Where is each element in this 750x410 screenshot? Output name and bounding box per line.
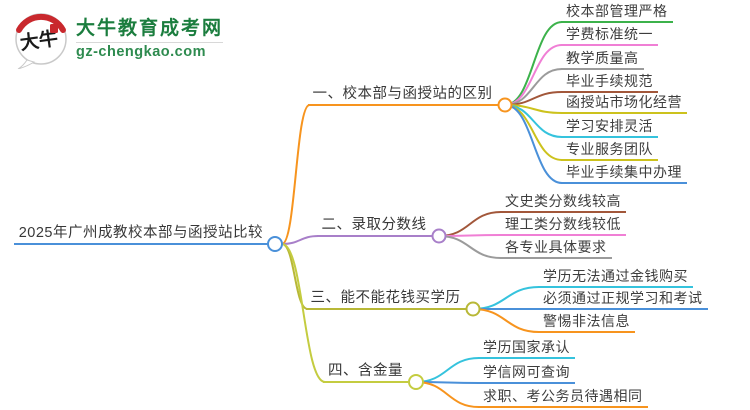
leaf-topic-2-2[interactable]: 理工类分数线较低 — [500, 215, 626, 236]
leaf-connector — [438, 211, 502, 237]
logo-title: 大牛教育成考网 — [76, 18, 224, 39]
leaf-topic-1-6[interactable]: 学习安排灵活 — [561, 117, 658, 138]
branch-connector — [281, 235, 320, 245]
leaf-topic-1-3[interactable]: 教学质量高 — [561, 49, 644, 70]
leaf-topic-1-1[interactable]: 校本部管理严格 — [561, 2, 673, 23]
leaf-connector — [504, 104, 563, 184]
daniu-bull-icon: 大牛 — [15, 13, 67, 69]
central-node-handle[interactable] — [267, 236, 283, 252]
leaf-topic-1-5[interactable]: 函授站市场化经营 — [561, 93, 687, 114]
leaf-connector — [415, 381, 480, 408]
branch-node-handle-4[interactable] — [408, 374, 424, 390]
branch-topic-1[interactable]: 一、校本部与函授站的区别 — [307, 85, 498, 106]
branch-connector — [281, 104, 311, 245]
leaf-topic-4-2[interactable]: 学信网可查询 — [478, 363, 575, 384]
leaf-topic-3-2[interactable]: 必须通过正规学习和考试 — [538, 289, 708, 310]
branch-connector — [281, 243, 326, 383]
leaf-topic-1-4[interactable]: 毕业手续规范 — [561, 72, 658, 93]
branch-node-handle-3[interactable] — [465, 301, 481, 317]
central-topic[interactable]: 2025年广州成教校本部与函授站比较 — [13, 224, 268, 245]
branch-connector — [281, 243, 309, 310]
leaf-connector — [472, 286, 540, 310]
leaf-topic-4-1[interactable]: 学历国家承认 — [478, 338, 575, 359]
leaf-connector — [415, 357, 480, 383]
branch-node-handle-1[interactable] — [497, 97, 513, 113]
branch-topic-3[interactable]: 三、能不能花钱买学历 — [305, 289, 466, 310]
leaf-connector — [504, 44, 563, 106]
branch-topic-4[interactable]: 四、含金量 — [323, 362, 408, 383]
leaf-topic-4-3[interactable]: 求职、考公务员待遇相同 — [478, 387, 648, 408]
leaf-topic-2-1[interactable]: 文史类分数线较高 — [500, 192, 626, 213]
logo-subtitle: gz-chengkao.com — [76, 42, 224, 61]
branch-node-handle-2[interactable] — [431, 228, 447, 244]
leaf-topic-2-3[interactable]: 各专业具体要求 — [500, 238, 612, 259]
leaf-connector — [438, 235, 502, 259]
leaf-topic-1-7[interactable]: 专业服务团队 — [561, 140, 658, 161]
leaf-connector — [472, 308, 540, 333]
leaf-topic-1-2[interactable]: 学费标准统一 — [561, 25, 658, 46]
leaf-topic-1-8[interactable]: 毕业手续集中办理 — [561, 163, 687, 184]
leaf-topic-3-1[interactable]: 学历无法通过金钱购买 — [538, 267, 693, 288]
leaf-topic-3-3[interactable]: 警惕非法信息 — [538, 312, 635, 333]
branch-topic-2[interactable]: 二、录取分数线 — [316, 216, 432, 237]
site-logo: 大牛 大牛教育成考网 gz-chengkao.com — [13, 11, 224, 69]
